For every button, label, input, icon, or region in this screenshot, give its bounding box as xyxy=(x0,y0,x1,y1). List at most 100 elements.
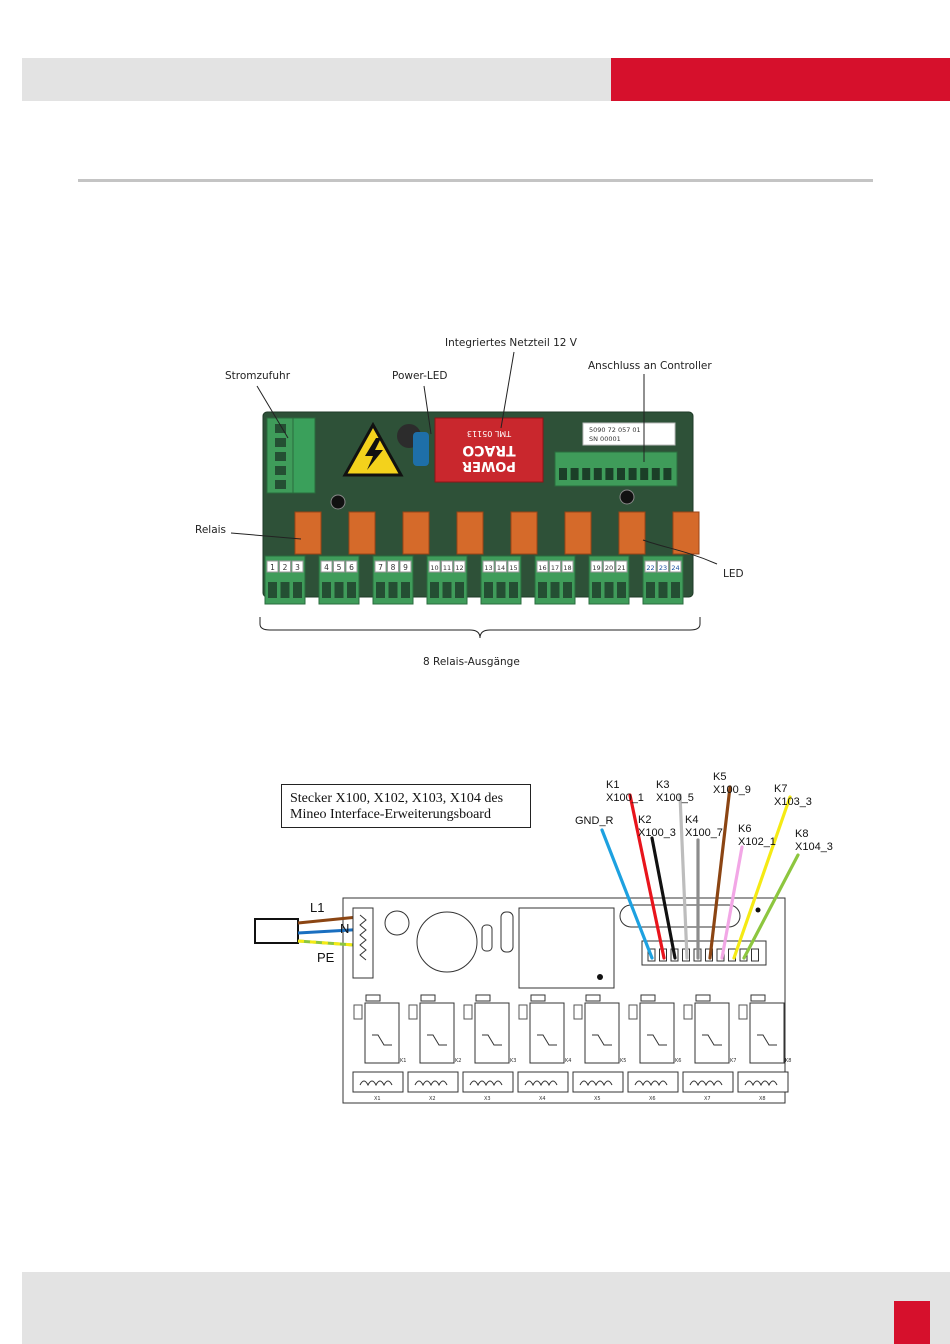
mains-plug-box xyxy=(254,918,299,944)
relay-5 xyxy=(510,511,538,555)
relay-board-photo: TML 05113 TRACO POWER 5090 72 057 01 SN … xyxy=(195,330,755,675)
schematic-relay-K8: K8 xyxy=(738,994,791,1064)
terminal-number: 11 xyxy=(443,564,451,572)
schematic-relay-K6: K6 xyxy=(628,994,681,1064)
terminal-number: 2 xyxy=(283,563,288,572)
svg-text:X5: X5 xyxy=(594,1096,601,1102)
svg-text:SN 00001: SN 00001 xyxy=(589,435,621,443)
relay-6 xyxy=(564,511,592,555)
terminal-number: 14 xyxy=(497,564,505,572)
terminal-number: 3 xyxy=(295,563,300,572)
schematic-connector-X5: X5 xyxy=(572,1071,624,1102)
svg-text:K1: K1 xyxy=(400,1058,406,1064)
svg-text:TML 05113: TML 05113 xyxy=(467,429,512,438)
relay-1 xyxy=(294,511,322,555)
terminal-number: 19 xyxy=(592,564,600,572)
wire-k1 xyxy=(628,793,666,960)
footer-bar xyxy=(22,1272,950,1344)
output-terminal-block-7: 19 20 21 xyxy=(588,555,630,605)
output-terminal-block-6: 16 17 18 xyxy=(534,555,576,605)
svg-text:5090 72 057 01: 5090 72 057 01 xyxy=(589,426,641,434)
capacitor xyxy=(413,432,429,466)
schematic-relay-K5: K5 xyxy=(573,994,626,1064)
output-terminal-block-5: 13 14 15 xyxy=(480,555,522,605)
schematic-caption: Stecker X100, X102, X103, X104 des Mineo… xyxy=(281,784,531,828)
mains-label-pe: PE xyxy=(317,950,335,965)
svg-text:POWER: POWER xyxy=(462,458,516,473)
svg-text:X2: X2 xyxy=(429,1096,436,1102)
header-accent xyxy=(611,58,950,101)
schematic-relay-K3: K3 xyxy=(463,994,516,1064)
terminal-number: 8 xyxy=(391,563,396,572)
relay-8 xyxy=(672,511,700,555)
label-led: LED xyxy=(723,568,744,580)
caption-line-2: Mineo Interface-Erweiterungsboard xyxy=(290,807,491,822)
label-power-led: Power-LED xyxy=(392,370,448,382)
output-terminal-block-8: 22 23 24 xyxy=(642,555,684,605)
wire-label-k7: K7 X103_3 xyxy=(774,783,812,808)
svg-text:K2: K2 xyxy=(455,1058,461,1064)
wire-label-k2: K2 X100_3 xyxy=(638,814,676,839)
terminal-number: 22 xyxy=(646,564,654,572)
wire-k8 xyxy=(742,853,800,960)
traco-psu-module xyxy=(434,417,544,483)
terminal-number: 21 xyxy=(617,564,625,572)
schematic-connector-X1: X1 xyxy=(352,1071,404,1102)
terminal-number: 24 xyxy=(671,564,679,572)
wire-k6 xyxy=(720,845,744,960)
label-relay-outputs: 8 Relais-Ausgänge xyxy=(423,656,520,668)
schematic-relay-K4: K4 xyxy=(518,994,571,1064)
terminal-number: 17 xyxy=(551,564,559,572)
label-power-supply: Stromzufuhr xyxy=(225,370,291,382)
svg-text:K4: K4 xyxy=(565,1058,571,1064)
terminal-number: 9 xyxy=(403,563,408,572)
schematic-relay-K2: K2 xyxy=(408,994,461,1064)
wire-label-k8: K8 X104_3 xyxy=(795,828,833,853)
svg-text:TRACO: TRACO xyxy=(462,442,515,458)
svg-text:K5: K5 xyxy=(620,1058,626,1064)
caption-line-1: Stecker X100, X102, X103, X104 des xyxy=(290,791,504,806)
terminal-number: 15 xyxy=(509,564,517,572)
schematic-connector-X3: X3 xyxy=(462,1071,514,1102)
schematic-relay-K1: K1 xyxy=(353,994,406,1064)
schematic-connector-X8: X8 xyxy=(737,1071,789,1102)
label-integrated-psu: Integriertes Netzteil 12 V xyxy=(445,337,577,349)
schematic-connector-X6: X6 xyxy=(627,1071,679,1102)
terminal-number: 6 xyxy=(349,563,354,572)
schematic-connector-X2: X2 xyxy=(407,1071,459,1102)
terminal-number: 18 xyxy=(563,564,571,572)
svg-text:K7: K7 xyxy=(730,1058,736,1064)
wire-label-gnd: GND_R xyxy=(575,815,614,827)
terminal-number: 10 xyxy=(430,564,438,572)
terminal-number: 16 xyxy=(538,564,546,572)
terminal-number: 12 xyxy=(455,564,463,572)
terminal-number: 7 xyxy=(378,563,383,572)
svg-text:X3: X3 xyxy=(484,1096,491,1102)
svg-text:K6: K6 xyxy=(675,1058,681,1064)
wire-k7 xyxy=(732,795,792,960)
terminal-number: 23 xyxy=(659,564,667,572)
wire-label-k3: K3 X100_5 xyxy=(656,779,694,804)
schematic-relay-K7: K7 xyxy=(683,994,736,1064)
wire-k5 xyxy=(708,785,732,960)
relay-7 xyxy=(618,511,646,555)
terminal-number: 20 xyxy=(605,564,613,572)
wire-label-k5: K5 X100_9 xyxy=(713,771,751,796)
svg-text:K3: K3 xyxy=(510,1058,516,1064)
output-terminal-block-4: 10 11 12 xyxy=(426,555,468,605)
schematic-connector-X7: X7 xyxy=(682,1071,734,1102)
relay-3 xyxy=(402,511,430,555)
mains-label-n: N xyxy=(340,921,350,936)
mains-label-l1: L1 xyxy=(310,900,325,915)
svg-text:X1: X1 xyxy=(374,1096,381,1102)
wire-label-k4: K4 X100_7 xyxy=(685,814,723,839)
terminal-number: 5 xyxy=(337,563,342,572)
terminal-number: 13 xyxy=(484,564,492,572)
wire-gnd xyxy=(600,828,654,960)
terminal-number: 1 xyxy=(270,563,275,572)
svg-text:X6: X6 xyxy=(649,1096,656,1102)
